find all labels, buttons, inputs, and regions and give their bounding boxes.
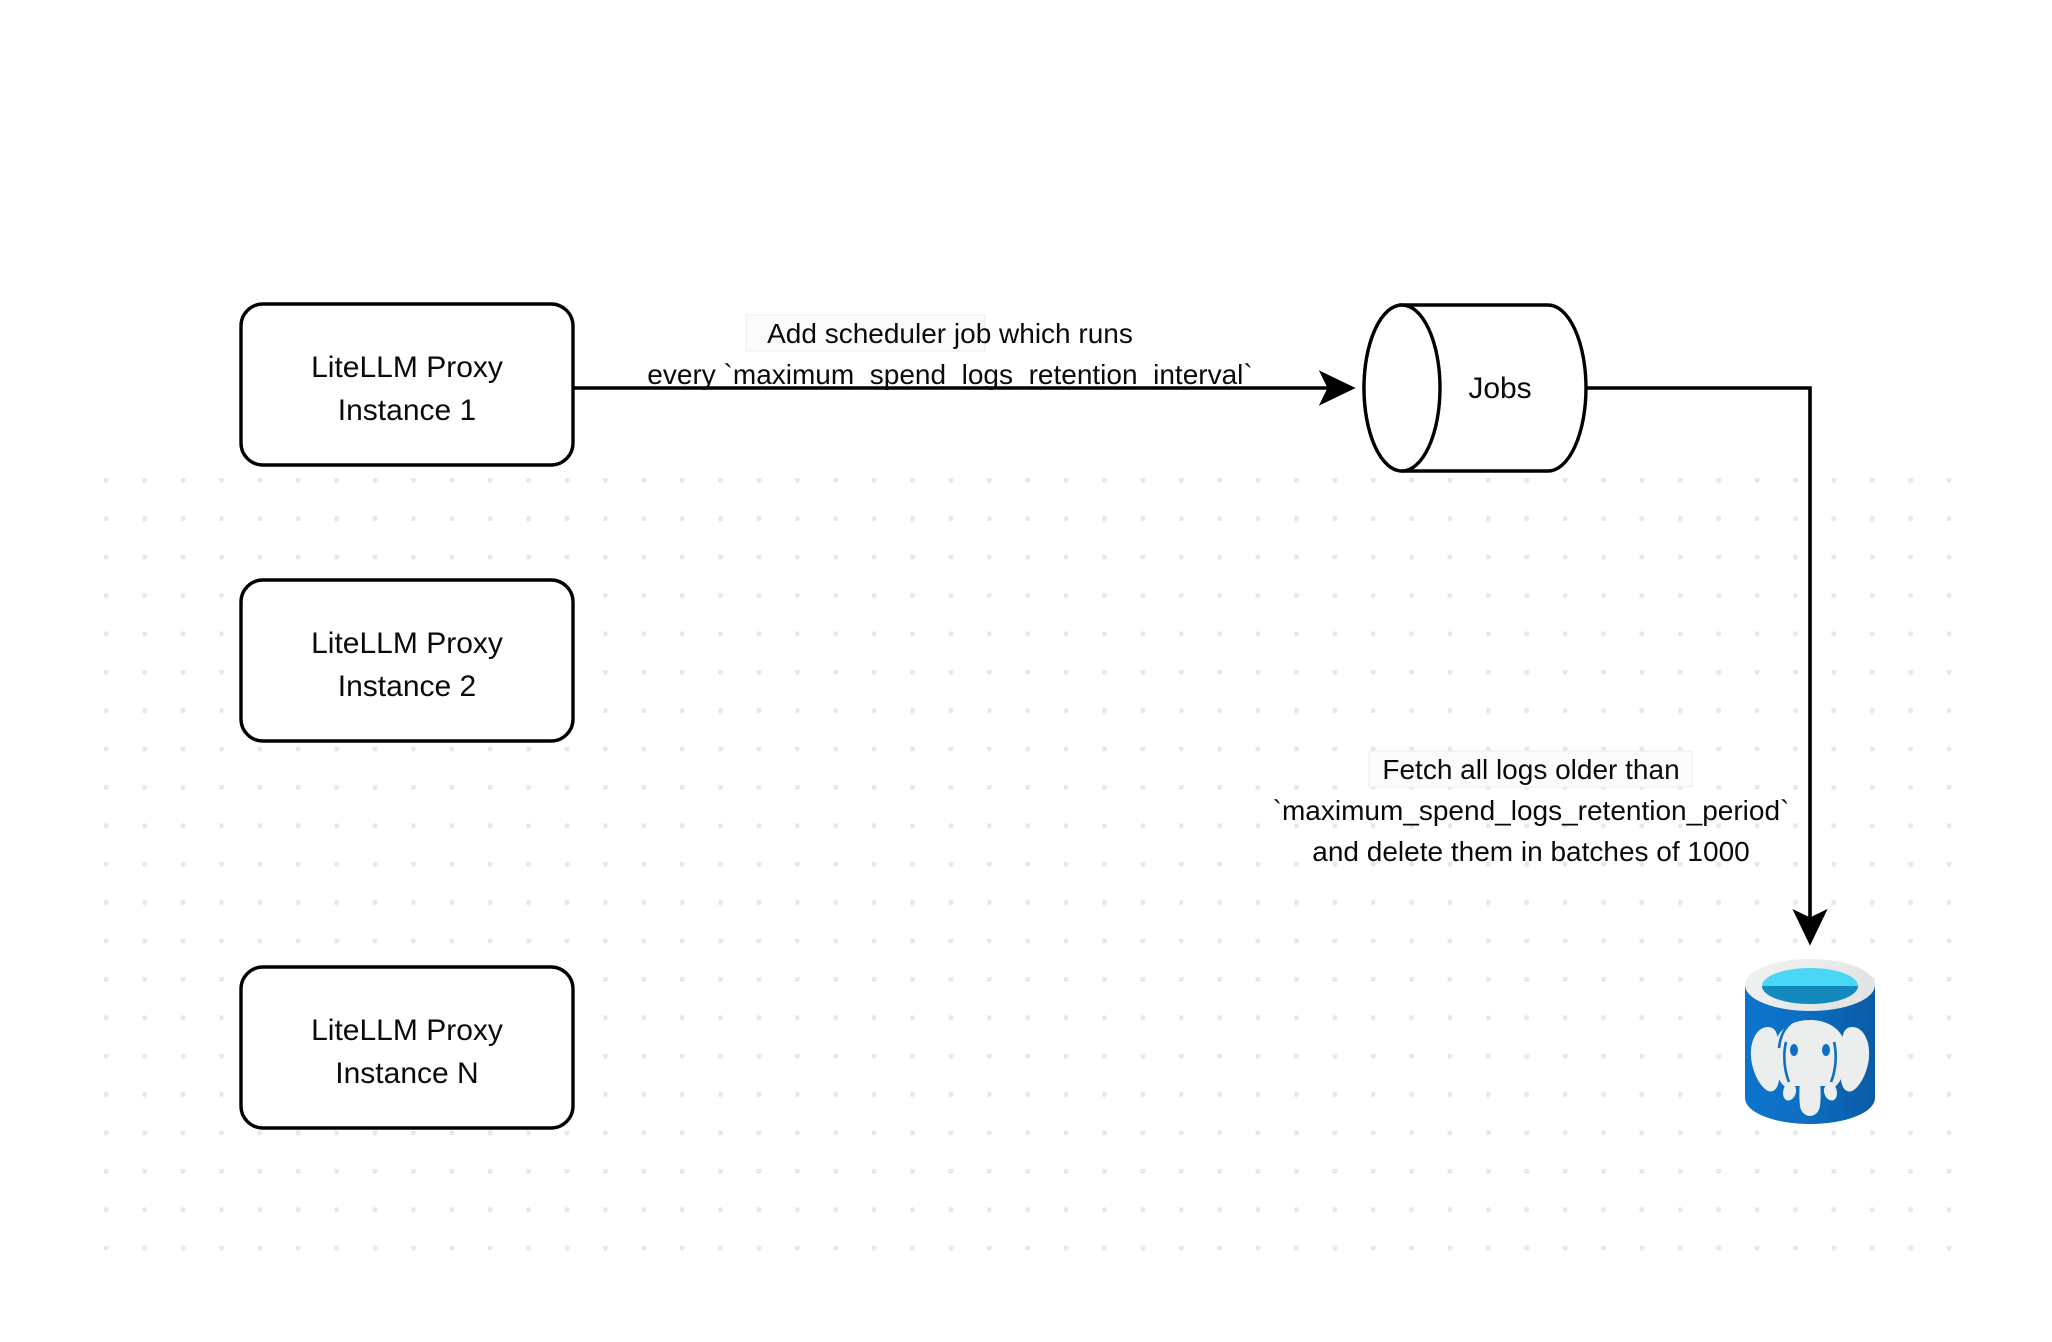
edge-jobs-to-postgres-label-line1: Fetch all logs older than — [1382, 754, 1679, 785]
edge-proxy1-label-highlight — [745, 314, 986, 352]
jobs-queue-label: Jobs — [1468, 372, 1531, 405]
jobs-cylinder-cap — [1362, 303, 1442, 473]
node-proxy-instance-2[interactable]: LiteLLM Proxy Instance 2 — [239, 578, 575, 743]
edge-proxy1-to-jobs-label-line2: every `maximum_spend_logs_retention_inte… — [647, 359, 1252, 390]
edge-proxy1-to-jobs: Add scheduler job which runs every `maxi… — [573, 314, 1356, 406]
edge-jobs-to-postgres: Fetch all logs older than `maximum_spend… — [1273, 386, 1828, 946]
proxy-instance-1-label-line2: Instance 1 — [338, 394, 476, 427]
proxy-instance-2-box[interactable] — [239, 578, 575, 743]
node-proxy-instance-1[interactable]: LiteLLM Proxy Instance 1 — [239, 302, 575, 467]
edge-jobs-label-highlight — [1368, 750, 1693, 788]
proxy-instance-2-label-line1: LiteLLM Proxy — [311, 627, 503, 660]
proxy-instance-1-box[interactable] — [239, 302, 575, 467]
postgres-inner-fill — [1762, 986, 1858, 1004]
node-proxy-instance-n[interactable]: LiteLLM Proxy Instance N — [239, 965, 575, 1130]
postgresql-elephant-icon — [1750, 1020, 1870, 1116]
proxy-instance-1-label-line1: LiteLLM Proxy — [311, 351, 503, 384]
node-postgres-database[interactable] — [1745, 959, 1875, 1124]
proxy-instance-n-label-line1: LiteLLM Proxy — [311, 1014, 503, 1047]
proxy-instance-2-label-line2: Instance 2 — [338, 670, 476, 703]
proxy-instance-n-label-line2: Instance N — [335, 1057, 478, 1090]
edge-proxy1-to-jobs-label-line1: Add scheduler job which runs — [767, 318, 1133, 349]
edge-jobs-to-postgres-label-line2: `maximum_spend_logs_retention_period` — [1273, 795, 1790, 826]
node-jobs-queue[interactable]: Jobs — [1362, 303, 1588, 473]
edge-jobs-to-postgres-label-line3: and delete them in batches of 1000 — [1312, 836, 1749, 867]
proxy-instance-n-box[interactable] — [239, 965, 575, 1130]
edge-jobs-to-postgres-line — [1586, 386, 1828, 946]
